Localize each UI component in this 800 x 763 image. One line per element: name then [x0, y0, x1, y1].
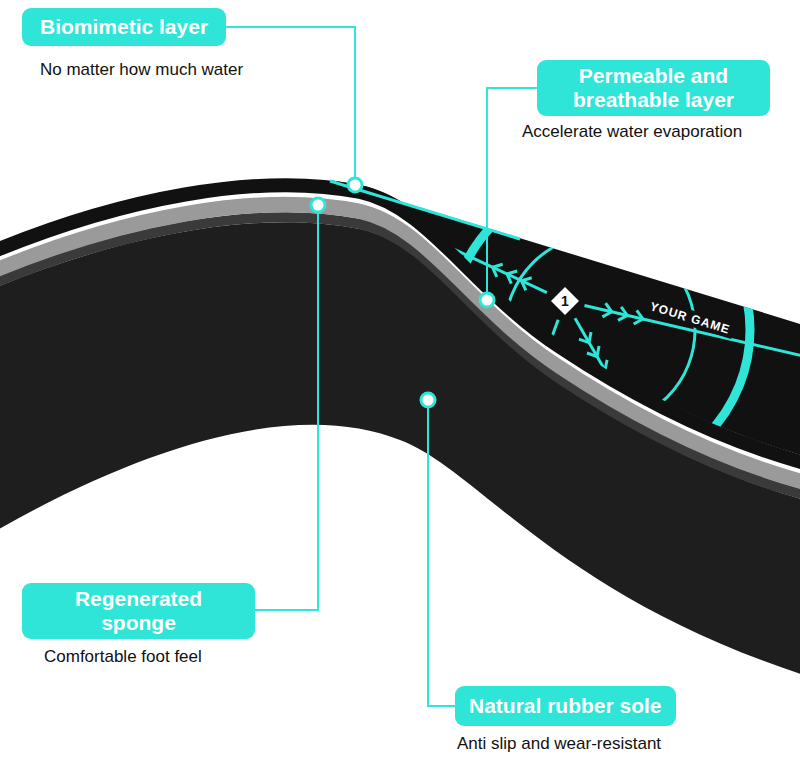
callout-box: Biomimetic layerNo matter how much water	[22, 8, 226, 46]
callout-description: Comfortable foot feel	[44, 647, 202, 667]
callout-box: Regenerated spongeComfortable foot feel	[22, 583, 255, 639]
callout-title: Natural rubber sole	[469, 694, 662, 718]
number-diamond	[551, 287, 579, 315]
callout-title: Regenerated sponge	[52, 587, 225, 635]
leader-dots	[311, 178, 494, 407]
callout-description: Anti slip and wear-resistant	[457, 734, 661, 754]
callout-box: Natural rubber soleAnti slip and wear-re…	[455, 686, 676, 726]
callout-title: Biomimetic layer	[40, 15, 208, 39]
top-face	[330, 180, 800, 460]
callout-title: Permeable and breathable layer	[549, 64, 758, 112]
callout-description: Accelerate water evaporation	[522, 122, 742, 142]
callout-box: Permeable and breathable layerAccelerate…	[537, 60, 770, 116]
insole-number: 1	[561, 293, 569, 309]
callout-description: No matter how much water	[40, 60, 243, 80]
face-pattern	[290, 168, 800, 585]
